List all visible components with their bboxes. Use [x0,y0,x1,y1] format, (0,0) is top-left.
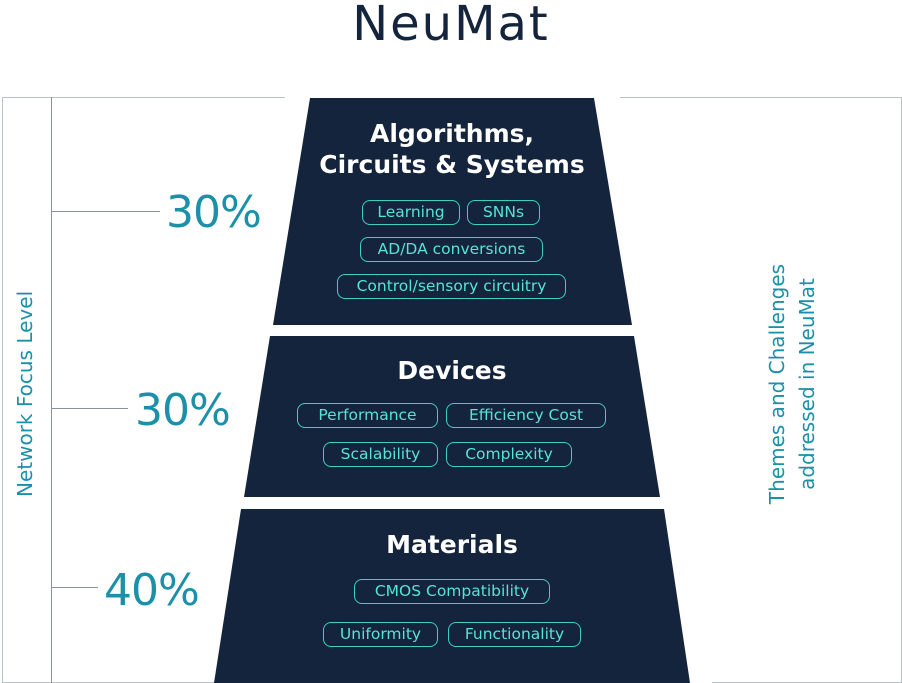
tag-learning: Learning [362,200,460,225]
percentage-tier-3: 40% [104,565,200,616]
tier-3-title: Materials [386,530,518,559]
tick-tier-2 [52,408,128,409]
tier-2-shape [244,336,660,497]
tier-1-title: Algorithms, Circuits & Systems [319,119,585,179]
percentage-tier-1: 30% [166,187,262,238]
tier-1-shape [273,98,632,325]
percentage-tier-2: 30% [135,385,231,436]
tag-uniformity: Uniformity [323,622,438,647]
frame-top-left [2,97,285,98]
tag-ad-da-conversions: AD/DA conversions [360,237,543,262]
tier-3-shape [214,509,690,683]
tag-cmos-compatibility: CMOS Compatibility [354,579,550,604]
neumat-logo: NeuMat [352,0,550,52]
frame-top-right [620,97,902,98]
focus-axis-line [51,97,52,683]
tag-snns: SNNs [467,200,540,225]
tag-complexity: Complexity [446,442,572,467]
tag-scalability: Scalability [323,442,438,467]
tag-control-sensory-circuitry: Control/sensory circuitry [337,274,566,299]
tier-2-title: Devices [397,356,507,385]
frame-left-outer [2,97,3,683]
tick-tier-3 [52,587,98,588]
tag-performance: Performance [297,403,438,428]
tag-functionality: Functionality [448,622,581,647]
tag-efficiency-cost: Efficiency Cost [446,403,606,428]
tick-tier-1 [52,211,160,212]
